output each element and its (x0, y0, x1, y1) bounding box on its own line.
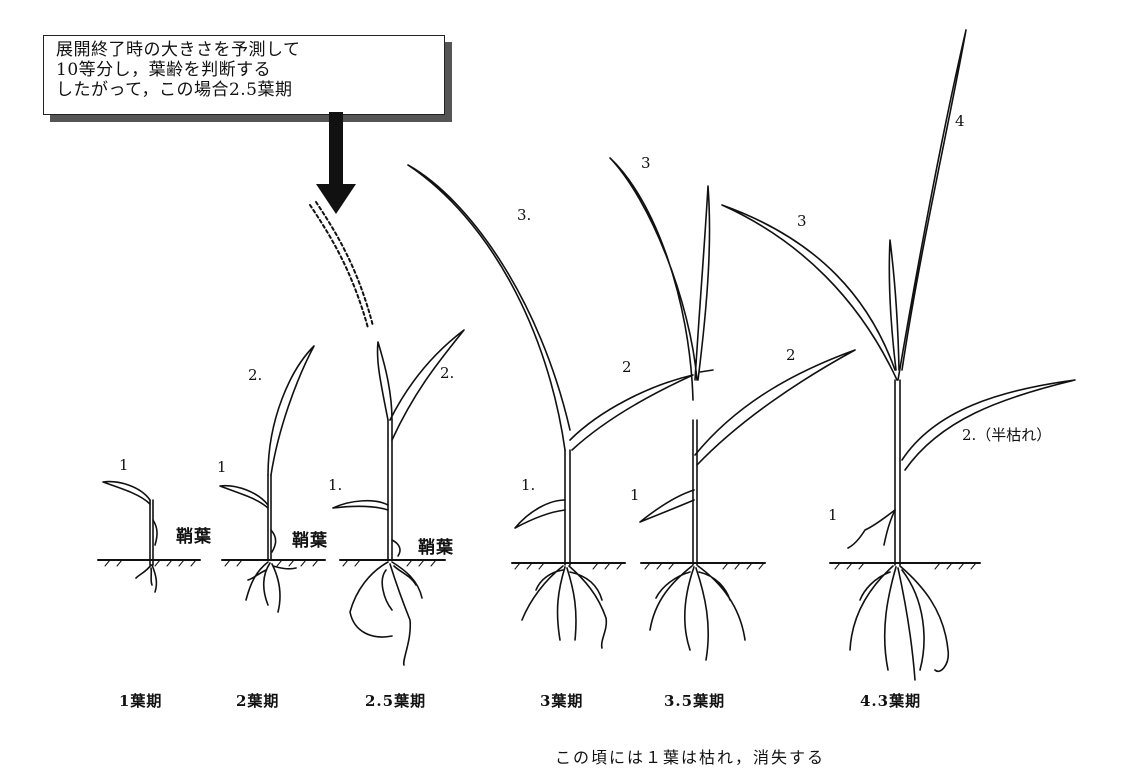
leaf-label-p6-4: 4 (955, 112, 965, 130)
leaf-label-p2-2: 2. (248, 366, 262, 384)
stage-caption-2: 2葉期 (236, 690, 279, 711)
footnote: この頃には１葉は枯れ，消失する (555, 744, 825, 768)
leaf-label-p3-2: 2. (440, 364, 454, 382)
leaf-label-p2-1: 1 (217, 458, 227, 476)
leaf-label-p4-2: 2 (622, 358, 632, 376)
leaf-label-p3-1: 1. (328, 476, 342, 494)
plant-stage-1 (103, 482, 157, 592)
plant-stage-4-3 (722, 30, 1075, 680)
plant-stage-3 (408, 165, 693, 648)
leaf-label-p6-2: 2.（半枯れ） (962, 424, 1051, 445)
leaf-label-p5-2: 2 (786, 346, 796, 364)
plant-stage-2-5 (310, 202, 464, 665)
stage-caption-1: 1葉期 (119, 690, 162, 711)
leaf-label-p4-1: 1. (521, 476, 535, 494)
leaf-label-p1-1: 1 (119, 456, 129, 474)
soil-lines (98, 560, 980, 563)
leaf-label-p5-1: 1 (630, 486, 640, 504)
stage-caption-4-3: 4.3葉期 (860, 690, 921, 711)
coleoptile-label-p1: 鞘葉 (176, 522, 212, 547)
leaf-label-p6-1: 1 (828, 506, 838, 524)
plant-stage-3-5 (610, 158, 855, 660)
plant-stage-2 (220, 346, 314, 612)
stage-caption-2-5: 2.5葉期 (365, 690, 426, 711)
stage-caption-3: 3葉期 (540, 690, 583, 711)
soil-hatching (105, 560, 976, 569)
stage-caption-3-5: 3.5葉期 (664, 690, 725, 711)
leaf-label-p6-3: 3 (797, 212, 807, 230)
coleoptile-label-p2: 鞘葉 (292, 526, 328, 551)
down-arrow-icon (316, 112, 356, 214)
coleoptile-label-p3: 鞘葉 (418, 533, 454, 558)
leaf-label-p4-3: 3. (517, 206, 531, 224)
leaf-label-p5-3: 3 (641, 154, 651, 172)
